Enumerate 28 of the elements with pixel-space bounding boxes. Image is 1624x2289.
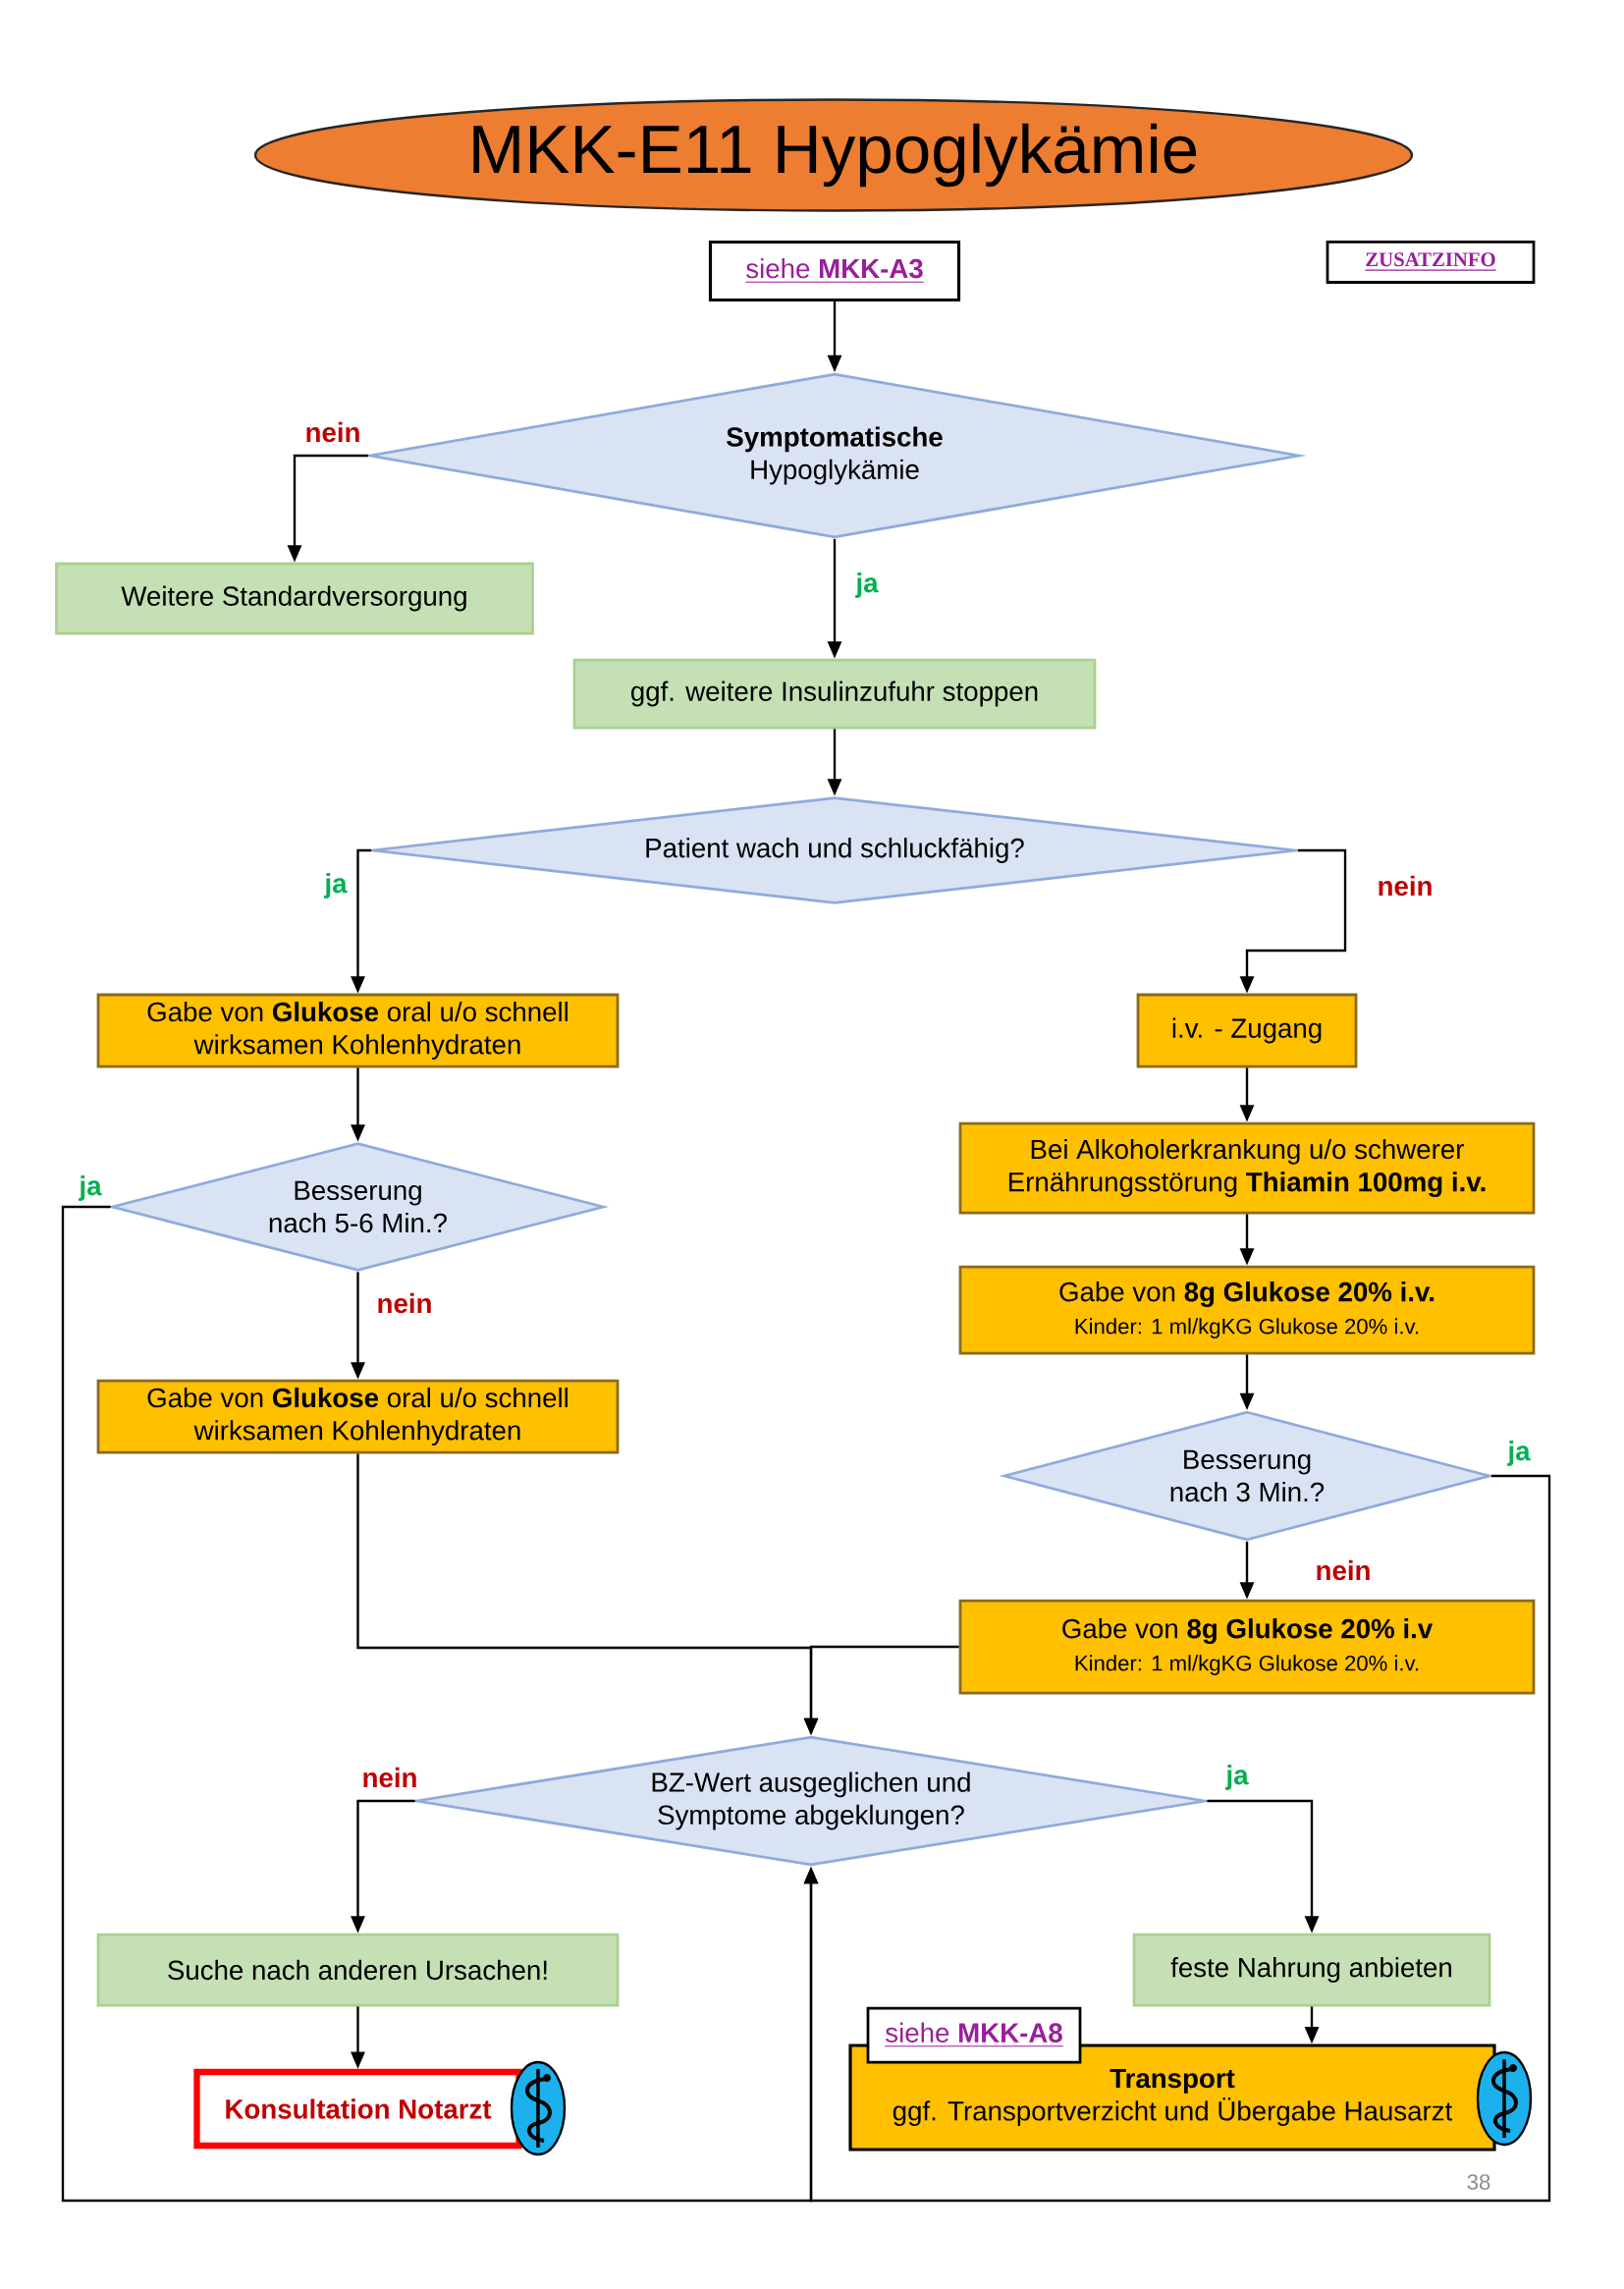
edge-label: nein: [1312, 1557, 1375, 1583]
process-box: i.v. - Zugang: [1136, 993, 1358, 1068]
process-box: feste Nahrung anbieten: [1132, 1933, 1491, 2007]
edge-label: nein: [373, 1290, 436, 1316]
link-box: siehe MKK-A3: [708, 240, 961, 302]
process-box: Bei Alkoholerkrankung u/o schwerer Ernährungsstörung Thiamin 100mg i.v.: [958, 1121, 1536, 1215]
link-box: siehe MKK-A8: [866, 2006, 1082, 2064]
edge-label: nein: [358, 1765, 421, 1790]
arrow: [803, 1474, 1551, 2203]
edge-label: ja: [1504, 1438, 1534, 1469]
edge-label: nein: [301, 419, 364, 445]
link-box: ZUSATZINFO: [1326, 241, 1536, 284]
edge-label: ja: [76, 1172, 105, 1204]
edge-label: ja: [1222, 1762, 1252, 1793]
process-box: Suche nach anderen Ursachen!: [96, 1933, 620, 2007]
process-box: Gabe von Glukose oral u/o schnell wirksamen Kohlenhydraten: [96, 1379, 620, 1454]
process-box: ggf. weitere Insulinzufuhr stoppen: [572, 658, 1097, 730]
process-box: Gabe von Glukose oral u/o schnell wirksamen Kohlenhydraten: [96, 993, 620, 1068]
process-box: Transport ggf. Transportverzicht und Übergabe Hausarzt: [848, 2044, 1496, 2152]
process-box: Gabe von 8g Glukose 20% i.v Kinder: 1 ml/kgKG Glukose 20% i.v.: [958, 1599, 1536, 1695]
edge-label: nein: [1374, 873, 1436, 899]
edge-label: ja: [852, 570, 882, 601]
process-box: Weitere Standardversorgung: [55, 562, 534, 635]
page-number: 38: [1467, 2174, 1490, 2190]
process-box: Gabe von 8g Glukose 20% i.v. Kinder: 1 ml/kgKG Glukose 20% i.v.: [958, 1265, 1536, 1355]
alert-box: Konsultation Notarzt: [193, 2068, 522, 2150]
title-banner: MKK-E11 Hypoglykämie: [253, 98, 1414, 212]
edge-label: ja: [321, 870, 351, 901]
